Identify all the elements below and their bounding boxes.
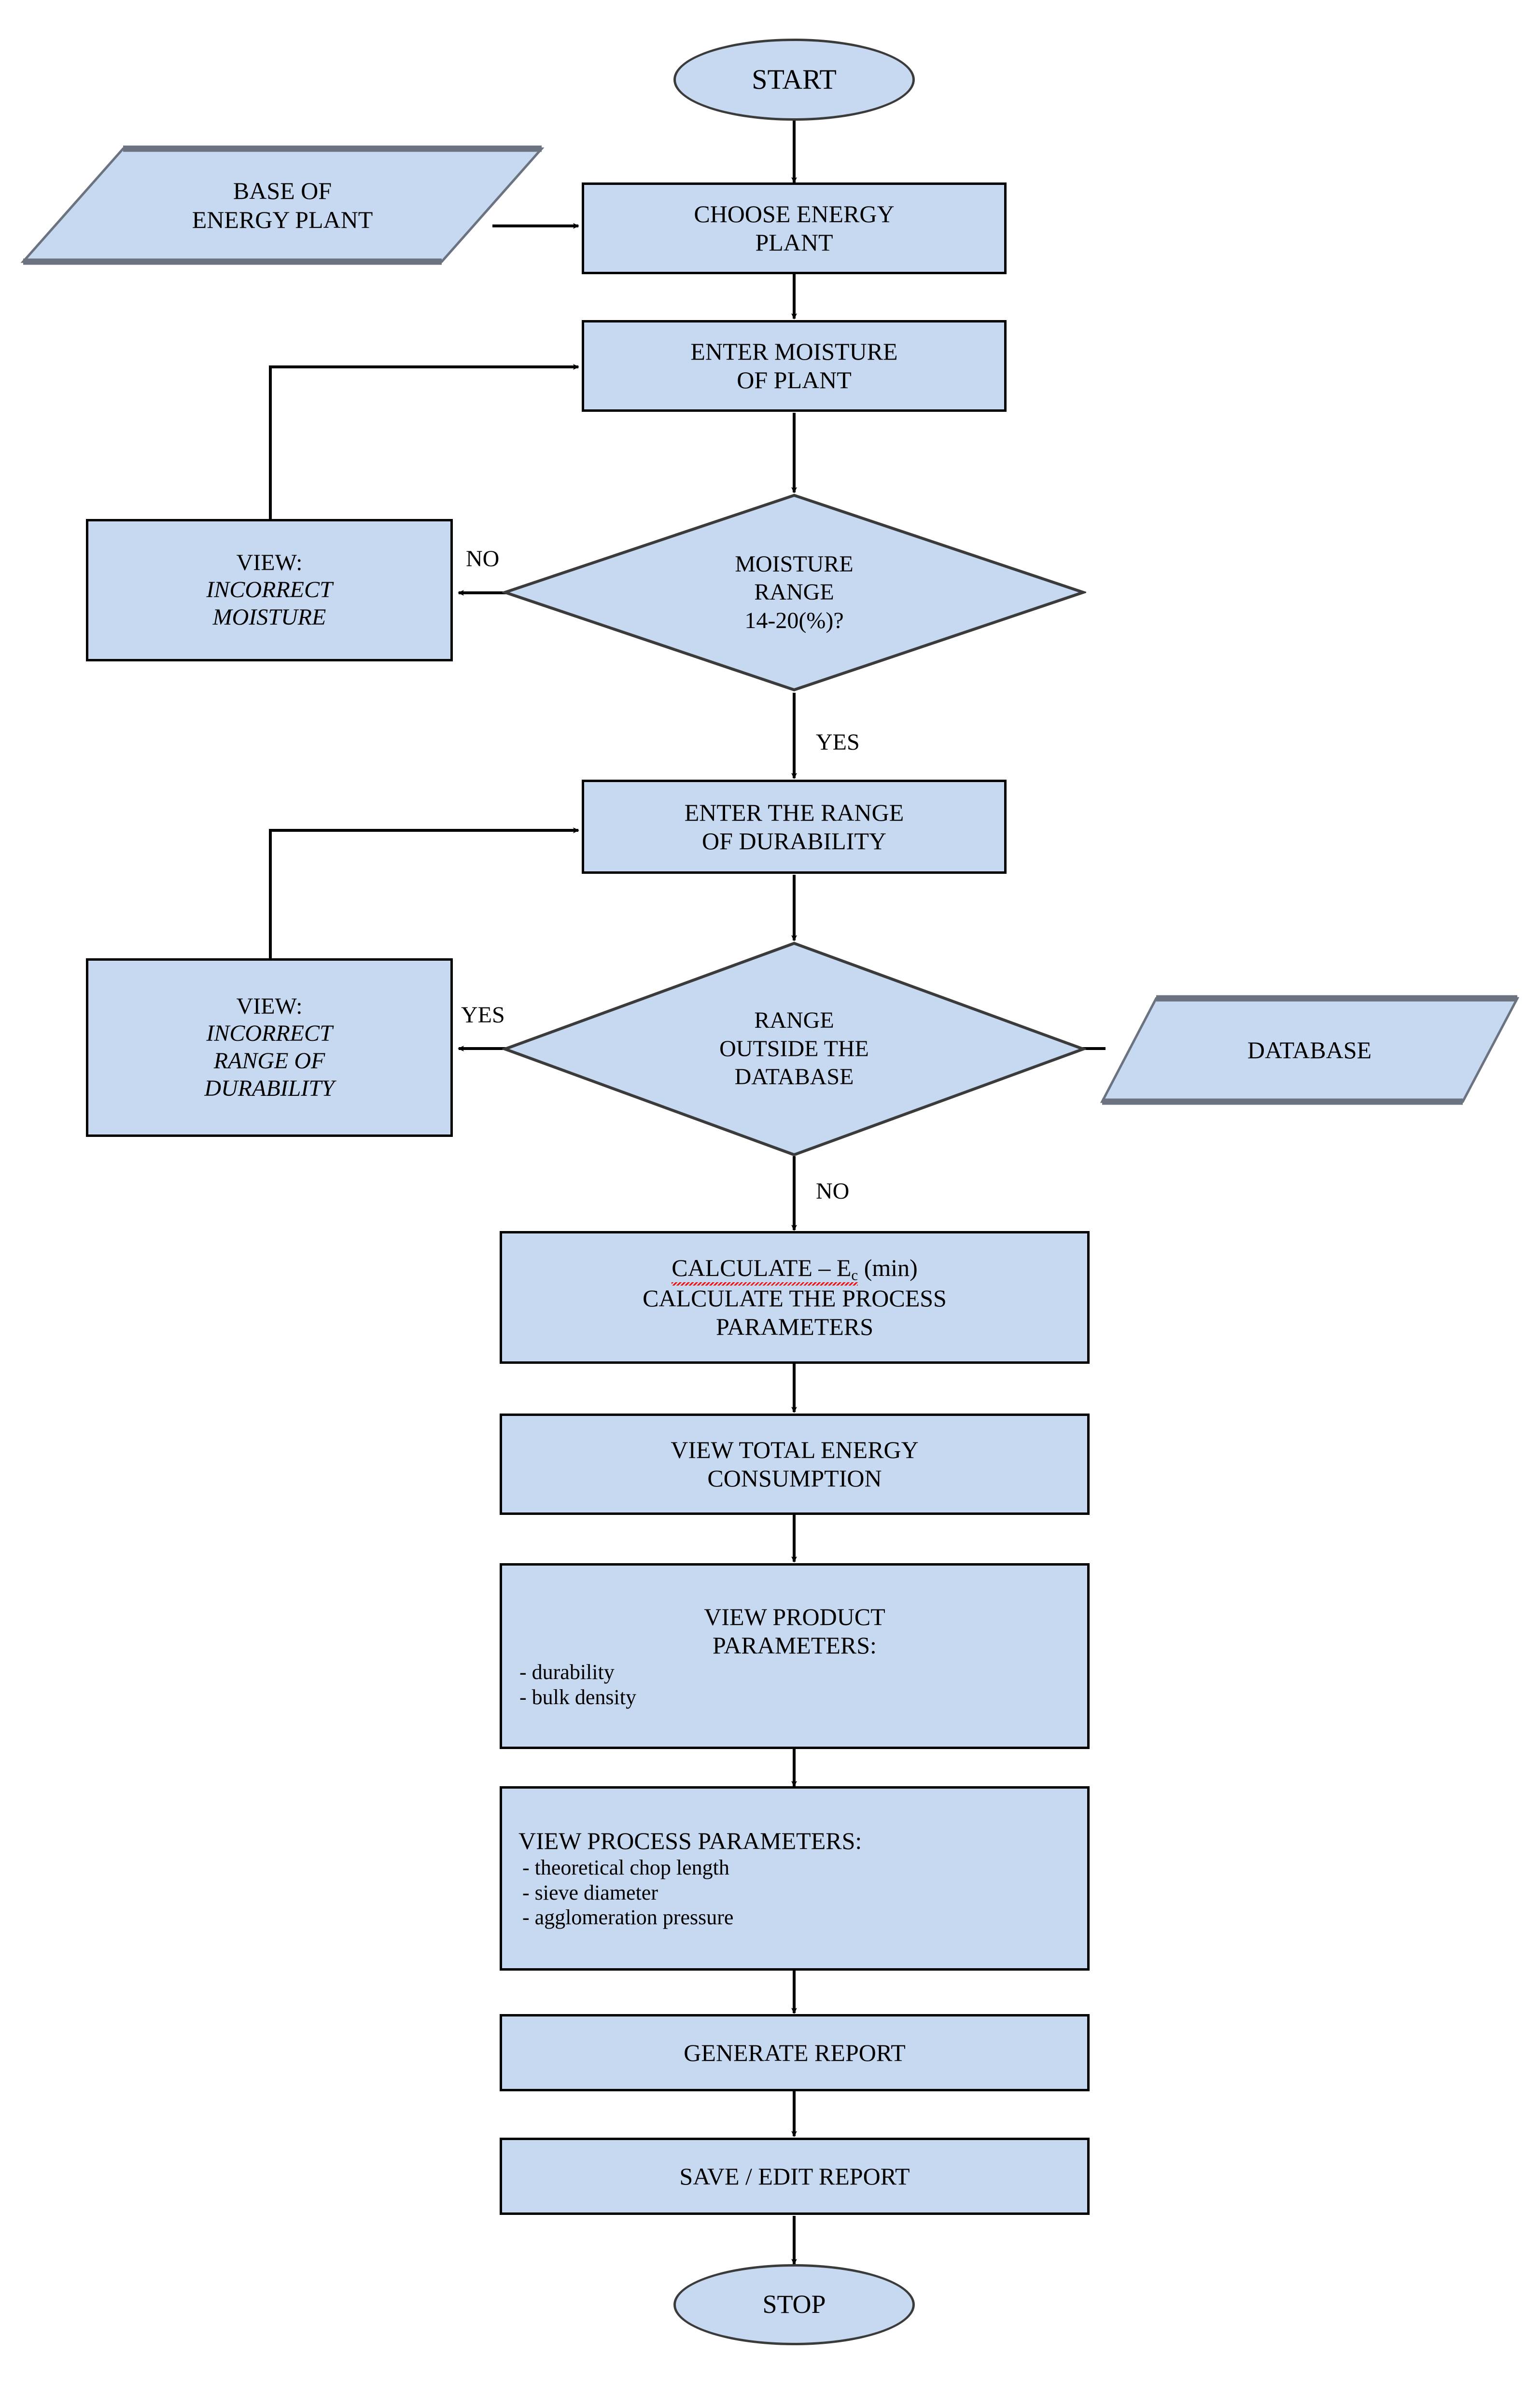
process-view-product-parameters[interactable]: VIEW PRODUCT PARAMETERS: - durability - …	[500, 1563, 1090, 1749]
terminator-stop[interactable]: STOP	[673, 2264, 915, 2345]
input-base-line1: BASE OF	[233, 177, 332, 204]
view-incorrect-range-line2: INCORRECT	[206, 1021, 333, 1047]
process-view-total-energy[interactable]: VIEW TOTAL ENERGY CONSUMPTION	[500, 1414, 1090, 1515]
decision-range-line3: DATABASE	[734, 1064, 854, 1090]
view-total-energy-line1: VIEW TOTAL ENERGY	[671, 1436, 919, 1463]
edge-label-range-no: NO	[816, 1178, 850, 1204]
list-item: - sieve diameter	[522, 1880, 658, 1904]
decision-range-outside-database[interactable]: RANGE OUTSIDE THE DATABASE	[502, 940, 1086, 1158]
list-item: - durability	[519, 1660, 615, 1684]
edge-label-range-yes: YES	[461, 1002, 505, 1028]
process-view-incorrect-moisture[interactable]: VIEW: INCORRECT MOISTURE	[86, 519, 453, 661]
decision-moisture-line2: RANGE	[754, 579, 834, 605]
process-choose-line2: PLANT	[755, 229, 833, 256]
input-database-label: DATABASE	[1247, 1036, 1372, 1064]
view-incorrect-range-line3: RANGE OF	[213, 1048, 325, 1074]
decision-moisture-range[interactable]: MOISTURE RANGE 14-20(%)?	[502, 492, 1086, 693]
view-incorrect-moisture-line1: VIEW:	[236, 549, 303, 575]
list-item: - agglomeration pressure	[522, 1905, 734, 1930]
view-incorrect-moisture-line3: MOISTURE	[212, 604, 326, 630]
list-item: - bulk density	[519, 1685, 636, 1709]
process-enter-moisture-line2: OF PLANT	[737, 366, 852, 393]
decision-moisture-line1: MOISTURE	[735, 551, 854, 577]
generate-report-label: GENERATE REPORT	[684, 2039, 906, 2066]
process-enter-moisture[interactable]: ENTER MOISTURE OF PLANT	[582, 320, 1007, 412]
edge-label-moisture-yes: YES	[816, 729, 860, 755]
calculate-subscript-c: c	[851, 1266, 858, 1284]
decision-moisture-line3: 14-20(%)?	[744, 607, 844, 633]
view-process-line1: VIEW PROCESS PARAMETERS:	[518, 1827, 862, 1854]
edge-label-moisture-no: NO	[466, 546, 500, 572]
view-incorrect-range-line4: DURABILITY	[204, 1075, 335, 1101]
process-view-incorrect-range[interactable]: VIEW: INCORRECT RANGE OF DURABILITY	[86, 958, 453, 1137]
calculate-ec-term: CALCULATE – Ec	[672, 1254, 858, 1284]
process-view-process-parameters[interactable]: VIEW PROCESS PARAMETERS: - theoretical c…	[500, 1786, 1090, 1971]
terminator-stop-label: STOP	[762, 2290, 826, 2319]
process-choose-line1: CHOOSE ENERGY	[694, 200, 895, 227]
list-item: - theoretical chop length	[522, 1855, 729, 1879]
enter-range-line2: OF DURABILITY	[702, 827, 886, 854]
calculate-line3: PARAMETERS	[715, 1313, 874, 1341]
view-incorrect-moisture-line2: INCORRECT	[206, 577, 333, 603]
input-base-line2: ENERGY PLANT	[192, 206, 373, 233]
decision-range-line2: OUTSIDE THE	[719, 1036, 869, 1062]
view-product-line2: PARAMETERS:	[713, 1631, 877, 1659]
process-calculate[interactable]: CALCULATE – Ec (min) CALCULATE THE PROCE…	[500, 1231, 1090, 1364]
terminator-start-label: START	[752, 63, 837, 95]
enter-range-line1: ENTER THE RANGE	[684, 798, 904, 826]
process-save-edit-report[interactable]: SAVE / EDIT REPORT	[500, 2138, 1090, 2215]
view-total-energy-line2: CONSUMPTION	[707, 1465, 882, 1492]
view-product-line1: VIEW PRODUCT	[704, 1603, 885, 1630]
process-enter-moisture-line1: ENTER MOISTURE	[690, 338, 898, 365]
input-base-of-energy-plant[interactable]: BASE OF ENERGY PLANT	[19, 145, 546, 266]
process-enter-range-durability[interactable]: ENTER THE RANGE OF DURABILITY	[582, 780, 1007, 874]
view-incorrect-range-line1: VIEW:	[236, 993, 303, 1019]
save-edit-report-label: SAVE / EDIT REPORT	[679, 2162, 910, 2190]
process-choose-energy-plant[interactable]: CHOOSE ENERGY PLANT	[582, 182, 1007, 274]
calculate-line1: CALCULATE – Ec (min)	[507, 1254, 1082, 1284]
process-generate-report[interactable]: GENERATE REPORT	[500, 2014, 1090, 2091]
input-database[interactable]: DATABASE	[1098, 994, 1521, 1106]
decision-range-line1: RANGE	[754, 1008, 834, 1034]
calculate-min-suffix: (min)	[858, 1254, 918, 1281]
calculate-line2: CALCULATE THE PROCESS	[643, 1285, 947, 1312]
terminator-start[interactable]: START	[673, 39, 915, 121]
